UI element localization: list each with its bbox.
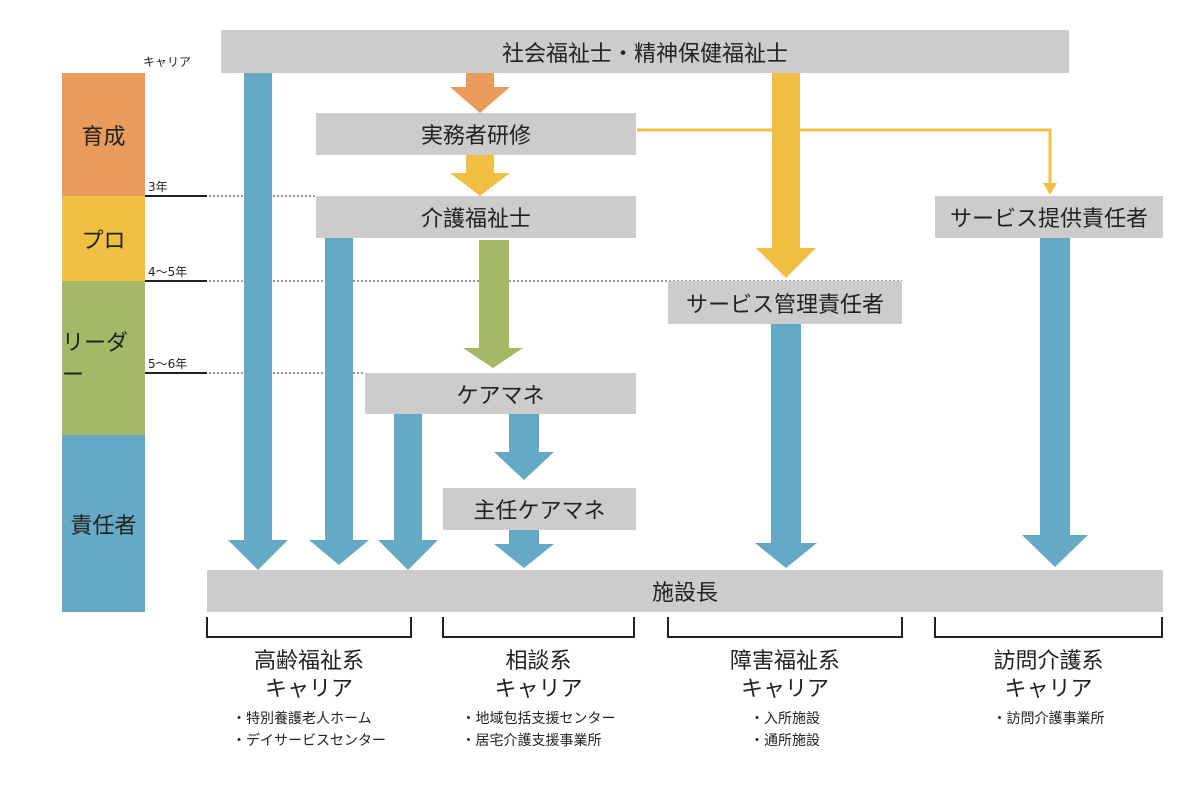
stage-leader-label: リーダー bbox=[62, 331, 129, 388]
category-examples: ・地域包括支援センター ・居宅介護支援事業所 bbox=[462, 708, 616, 752]
stage-ikusei: 育成 bbox=[62, 73, 145, 196]
category-disability: 障害福祉系 キャリア ・入所施設 ・通所施設 bbox=[668, 648, 902, 752]
category-name: 相談系 bbox=[505, 649, 572, 674]
arrow-service-manager-to-director bbox=[755, 324, 817, 568]
year-mark-3: 3年 bbox=[148, 180, 168, 194]
category-consultation: 相談系 キャリア ・地域包括支援センター ・居宅介護支援事業所 bbox=[443, 648, 634, 752]
example-item: ・入所施設 bbox=[750, 711, 820, 727]
node-chief-care-manager: 主任ケアマネ bbox=[443, 488, 636, 530]
arrow-top-to-training bbox=[450, 73, 510, 113]
arrow-caremanager-to-chief bbox=[494, 414, 554, 480]
category-career: キャリア bbox=[494, 677, 583, 702]
category-career: キャリア bbox=[264, 677, 353, 702]
bracket-visiting bbox=[934, 617, 1163, 638]
category-name: 訪問介護系 bbox=[993, 649, 1104, 674]
stage-sekininsha: 責任者 bbox=[62, 435, 145, 612]
example-item: ・居宅介護支援事業所 bbox=[461, 733, 602, 749]
category-visiting-care: 訪問介護系 キャリア ・訪問介護事業所 bbox=[935, 648, 1162, 730]
year-mark-5-6: 5〜6年 bbox=[148, 357, 188, 371]
example-item: ・特別養護老人ホーム bbox=[232, 711, 372, 727]
category-name: 高齢福祉系 bbox=[253, 649, 364, 674]
arrow-elderly-main bbox=[228, 70, 288, 570]
node-social-worker: 社会福祉士・精神保健福祉士 bbox=[221, 30, 1069, 73]
category-examples: ・訪問介護事業所 bbox=[993, 708, 1105, 730]
stage-pro: プロ bbox=[62, 196, 145, 281]
example-item: ・訪問介護事業所 bbox=[992, 711, 1105, 727]
bracket-elderly bbox=[206, 617, 412, 638]
arrow-careworker-to-director bbox=[309, 238, 369, 565]
category-elderly: 高齢福祉系 キャリア ・特別養護老人ホーム ・デイサービスセンター bbox=[207, 648, 411, 752]
year-mark-4-5: 4〜5年 bbox=[148, 265, 188, 279]
node-facility-director: 施設長 bbox=[207, 570, 1163, 612]
category-examples: ・入所施設 ・通所施設 bbox=[750, 708, 820, 752]
connector-arrowhead bbox=[1043, 183, 1057, 195]
arrow-top-to-service-manager bbox=[756, 73, 816, 278]
node-care-manager: ケアマネ bbox=[365, 373, 636, 414]
arrow-chief-to-director bbox=[494, 530, 554, 568]
stage-leader: リーダー bbox=[62, 281, 145, 435]
example-item: ・デイサービスセンター bbox=[232, 733, 386, 749]
arrow-caremanager-to-director bbox=[378, 414, 438, 570]
bracket-disability bbox=[667, 617, 903, 638]
arrow-service-provider-to-director bbox=[1022, 238, 1088, 567]
example-item: ・地域包括支援センター bbox=[461, 711, 616, 727]
connector-training-to-service-provider bbox=[637, 128, 1052, 185]
node-care-worker: 介護福祉士 bbox=[316, 196, 636, 238]
category-examples: ・特別養護老人ホーム ・デイサービスセンター bbox=[232, 708, 386, 752]
category-career: キャリア bbox=[1004, 677, 1093, 702]
example-item: ・通所施設 bbox=[750, 733, 820, 749]
bracket-consult bbox=[442, 617, 635, 638]
node-service-provider-lead: サービス提供責任者 bbox=[935, 196, 1163, 238]
node-practical-training: 実務者研修 bbox=[316, 113, 636, 155]
category-name: 障害福祉系 bbox=[729, 649, 840, 674]
category-career: キャリア bbox=[740, 677, 829, 702]
arrow-careworker-to-caremanager bbox=[463, 240, 523, 368]
node-service-manager: サービス管理責任者 bbox=[668, 281, 902, 324]
arrow-training-to-careworker bbox=[450, 155, 510, 196]
career-axis-label: キャリア bbox=[143, 55, 192, 69]
